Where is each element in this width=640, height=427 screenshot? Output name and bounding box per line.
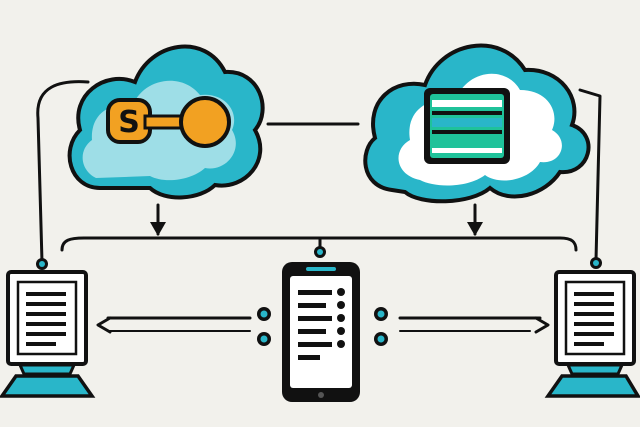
line-right-cloud-to-right-monitor xyxy=(578,88,602,262)
connector-node-dot xyxy=(317,249,323,255)
desktop-monitor-left xyxy=(0,270,96,398)
arrow-head-left-icon xyxy=(96,316,112,334)
cloud-left: S xyxy=(67,44,265,200)
desktop-monitor-icon xyxy=(544,270,640,398)
bus-line xyxy=(60,236,578,252)
phone-left-nodes xyxy=(257,307,271,346)
connector-node-dot xyxy=(593,260,599,266)
desktop-monitor-icon xyxy=(0,270,96,398)
cloud-right xyxy=(363,43,591,204)
phone-list-rows xyxy=(298,288,345,360)
phone-right-nodes xyxy=(374,307,388,346)
connector-node-dot xyxy=(39,261,45,267)
smartphone-center xyxy=(282,262,360,402)
desktop-monitor-right xyxy=(544,270,640,398)
smartphone-icon xyxy=(282,262,360,402)
arrow-head-right-icon xyxy=(534,316,550,334)
line-left-cloud-to-left-monitor xyxy=(36,80,90,264)
connector-lines xyxy=(36,80,602,346)
key-glyph: S xyxy=(118,105,140,140)
key-icon: S xyxy=(106,96,231,148)
server-rack-icon xyxy=(424,88,510,164)
arrow-head-down-icon xyxy=(467,222,483,236)
arrow-head-down-icon xyxy=(150,222,166,236)
